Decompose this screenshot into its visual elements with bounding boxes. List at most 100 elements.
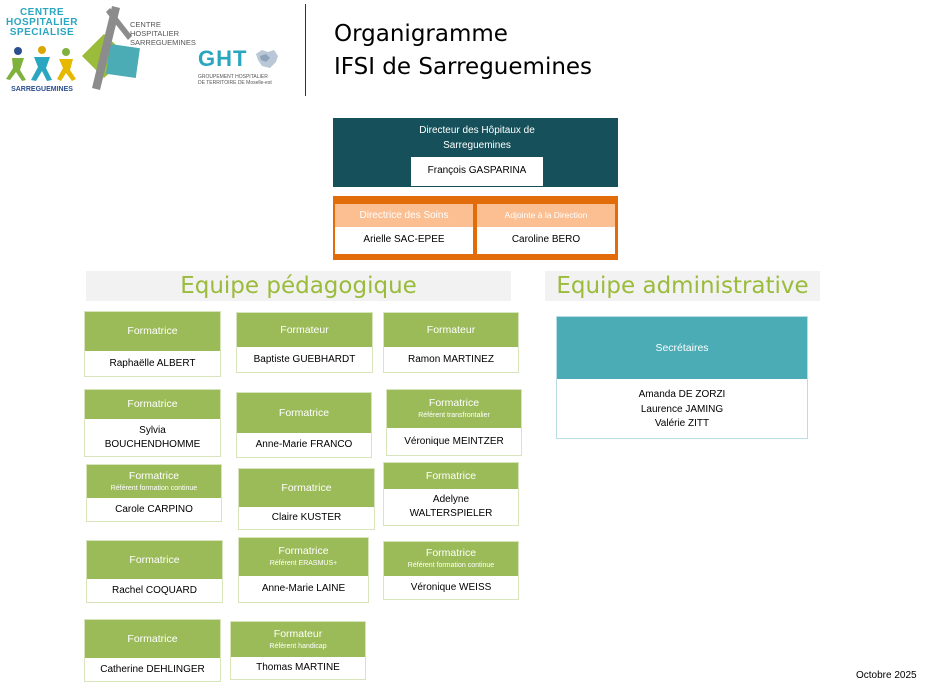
staff-card-head: Formateur xyxy=(237,313,372,347)
chs-logo-line3: SPECIALISE xyxy=(9,27,75,38)
staff-role: Formatrice xyxy=(281,481,332,494)
ch-logo-line2: HOSPITALIER xyxy=(130,29,180,38)
staff-role: Formatrice xyxy=(425,469,477,482)
ch-logo-line3: SARREGUEMINES xyxy=(130,38,196,47)
ch-logo: CENTRE HOSPITALIER SARREGUEMINES xyxy=(80,6,196,90)
staff-role: Formatrice xyxy=(278,545,329,557)
banner-administrative: Equipe administrative xyxy=(545,271,820,301)
director-card: Directeur des Hôpitaux de Sarreguemines … xyxy=(410,118,544,187)
staff-card: Formateur Référent handicap Thomas MARTI… xyxy=(230,621,366,680)
ch-logo-text: CENTRE HOSPITALIER SARREGUEMINES xyxy=(130,20,196,47)
soins-director-name: Arielle SAC-EPEE xyxy=(363,234,445,245)
staff-card-head: Formatrice Référent formation continue xyxy=(384,542,518,576)
staff-sub-role: Référent handicap xyxy=(269,642,327,650)
staff-name: Rachel COQUARD xyxy=(111,584,198,596)
staff-card-head: Formateur Référent handicap xyxy=(231,622,365,657)
chs-logo: CENTRE HOSPITALIER SPECIALISE SARREGUEMI… xyxy=(6,7,78,93)
staff-card-head: Formatrice xyxy=(237,393,371,433)
staff-card-head: Formatrice Référent ERASMUS+ xyxy=(239,538,368,576)
chs-logo-bottom: SARREGUEMINES xyxy=(11,86,73,93)
staff-role: Formatrice xyxy=(278,406,330,419)
staff-role: Formateur xyxy=(280,323,329,336)
secretariat-role: Secrétaires xyxy=(557,317,807,379)
secretary-name: Valérie ZITT xyxy=(654,418,710,429)
staff-name: Adelyne WALTERSPIELER xyxy=(409,494,493,519)
staff-sub-role: Référent transfrontalier xyxy=(418,412,490,419)
staff-card: Formatrice Référent transfrontalier Véro… xyxy=(386,389,522,456)
staff-role: Formatrice xyxy=(127,398,178,410)
header-divider xyxy=(305,4,306,96)
staff-name: Raphaëlle ALBERT xyxy=(109,357,196,369)
staff-sub-role: Référent formation continue xyxy=(407,562,495,569)
staff-card: Formatrice Rachel COQUARD xyxy=(86,540,223,603)
staff-card-head: Formatrice xyxy=(85,620,220,658)
page-subtitle: IFSI de Sarreguemines xyxy=(334,54,593,80)
soins-director-card: Directrice des Soins Arielle SAC-EPEE xyxy=(335,204,473,254)
staff-card: Formateur Baptiste GUEBHARDT xyxy=(236,312,373,373)
page-title: Organigramme xyxy=(334,21,508,47)
staff-card-head: Formatrice xyxy=(87,541,222,579)
ght-logo: GHT GROUPEMENT HOSPITALIER DE TERRITOIRE… xyxy=(192,44,288,96)
staff-name: Véronique MEINTZER xyxy=(404,435,504,447)
staff-sub-role: Référent ERASMUS+ xyxy=(269,560,338,567)
staff-card: Formatrice Claire KUSTER xyxy=(238,468,375,530)
ght-logo-subtitle: GROUPEMENT HOSPITALIER DE TERRITOIRE DE … xyxy=(198,74,272,86)
staff-card-head: Formatrice Référent transfrontalier xyxy=(387,390,521,428)
secretariat-names: Amanda DE ZORZI Laurence JAMING Valérie … xyxy=(557,379,807,432)
staff-card: Formatrice Référent ERASMUS+ Anne-Marie … xyxy=(238,537,369,603)
ght-logo-title: GHT xyxy=(198,46,248,71)
director-name: François GASPARINA xyxy=(427,165,527,176)
staff-role: Formatrice xyxy=(127,325,178,337)
staff-name: Anne-Marie FRANCO xyxy=(255,439,353,450)
staff-card-head: Formatrice xyxy=(85,390,220,419)
staff-name: Carole CARPINO xyxy=(115,503,193,515)
staff-card-head: Formatrice Référent formation continue xyxy=(87,465,221,498)
staff-name: Anne-Marie LAINE xyxy=(261,583,346,594)
staff-name: Véronique WEISS xyxy=(410,581,492,593)
ght-logo-line2: DE TERRITOIRE DE Moselle-est xyxy=(198,80,272,86)
staff-role: Formateur xyxy=(273,627,323,640)
staff-card: Formatrice Sylvia BOUCHENDHOMME xyxy=(84,389,221,457)
ch-logo-mark-icon xyxy=(82,6,140,90)
staff-name: Sylvia BOUCHENDHOMME xyxy=(104,424,201,450)
ght-map-icon xyxy=(256,50,278,68)
staff-role: Formateur xyxy=(426,323,476,336)
staff-name: Claire KUSTER xyxy=(271,512,342,523)
staff-card: Formateur Ramon MARTINEZ xyxy=(383,312,519,373)
staff-role: Formatrice xyxy=(428,397,480,409)
staff-card-head: Formateur xyxy=(384,313,518,347)
staff-card-head: Formatrice xyxy=(85,312,220,351)
staff-card-head: Formatrice xyxy=(384,463,518,489)
banner-pedagogique: Equipe pédagogique xyxy=(86,271,511,301)
staff-card: Formatrice Anne-Marie FRANCO xyxy=(236,392,372,458)
staff-card: Formatrice Référent formation continue C… xyxy=(86,464,222,522)
adjointe-role: Adjointe à la Direction xyxy=(477,204,615,227)
ch-logo-line1: CENTRE xyxy=(130,20,161,29)
staff-card: Formatrice Raphaëlle ALBERT xyxy=(84,311,221,377)
secretariat-card: Secrétaires Amanda DE ZORZI Laurence JAM… xyxy=(556,316,808,439)
ght-logo-line1: GROUPEMENT HOSPITALIER xyxy=(198,74,268,80)
adjointe-card: Adjointe à la Direction Caroline BERO xyxy=(477,204,615,254)
staff-card: Formatrice Référent formation continue V… xyxy=(383,541,519,600)
staff-name: Ramon MARTINEZ xyxy=(408,353,494,365)
staff-role: Formatrice xyxy=(128,469,180,482)
staff-card: Formatrice Catherine DEHLINGER xyxy=(84,619,221,682)
secretary-name: Laurence JAMING xyxy=(640,403,724,415)
staff-name: Baptiste GUEBHARDT xyxy=(253,353,356,365)
soins-director-role: Directrice des Soins xyxy=(335,204,473,227)
staff-card-head: Formatrice xyxy=(239,469,374,507)
staff-sub-role: Référent formation continue xyxy=(110,484,198,492)
staff-role: Formatrice xyxy=(127,632,178,645)
chs-logo-line1: CENTRE xyxy=(19,7,65,18)
staff-name: Thomas MARTINE xyxy=(256,662,340,673)
footer-date: Octobre 2025 xyxy=(856,670,917,681)
staff-name: Catherine DEHLINGER xyxy=(100,663,205,675)
staff-role: Formatrice xyxy=(425,547,477,559)
secretary-name: Amanda DE ZORZI xyxy=(638,389,726,400)
staff-role: Formatrice xyxy=(129,553,180,566)
director-role: Directeur des Hôpitaux de Sarreguemines xyxy=(411,119,543,157)
staff-card: Formatrice Adelyne WALTERSPIELER xyxy=(383,462,519,526)
running-figures-icon xyxy=(6,46,76,81)
adjointe-name: Caroline BERO xyxy=(511,234,581,245)
chs-logo-line2: HOSPITALIER xyxy=(6,17,78,28)
